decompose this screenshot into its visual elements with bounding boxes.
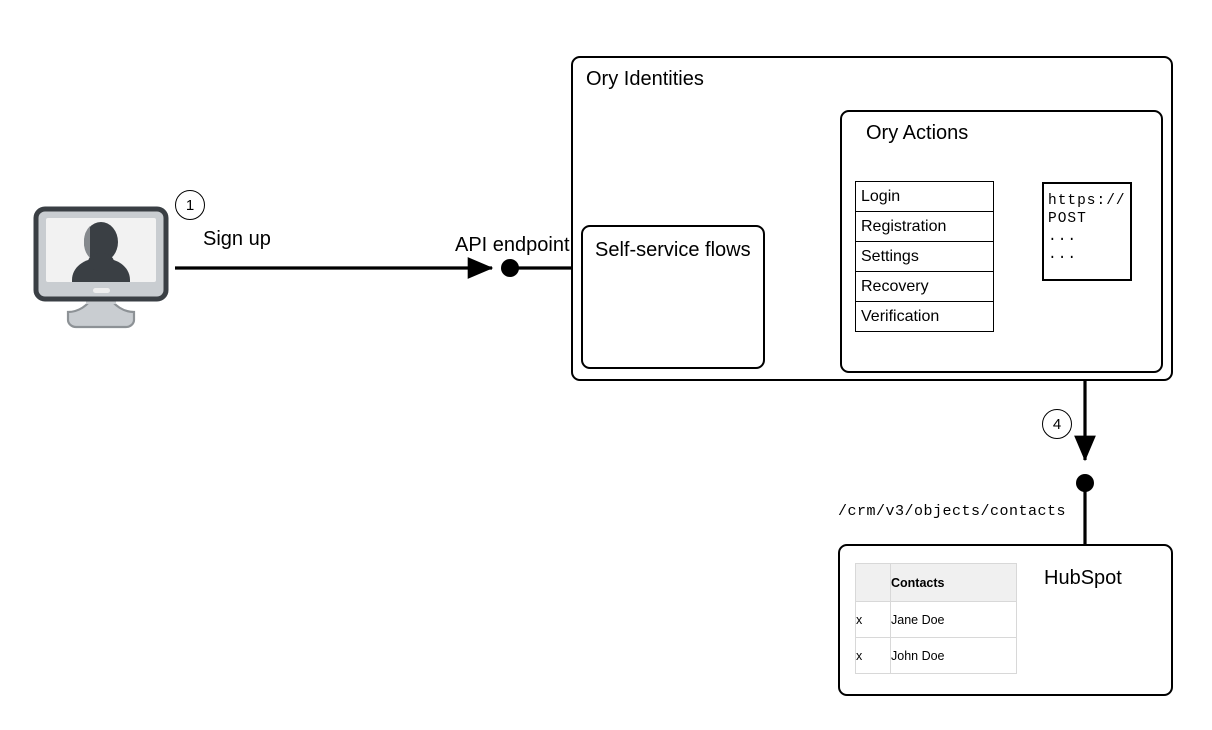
ory-actions-flow-list: Login Registration Settings Recovery Ver…: [855, 181, 994, 332]
hubspot-api-path-label: /crm/v3/objects/contacts: [838, 503, 1067, 520]
table-header-contacts: Contacts: [890, 563, 1017, 602]
flow-item-recovery[interactable]: Recovery: [856, 272, 993, 302]
ory-identities-title: Ory Identities: [586, 68, 704, 90]
table-row[interactable]: x Jane Doe: [855, 601, 1017, 638]
webhook-code-box: [1042, 182, 1132, 281]
flow-item-login[interactable]: Login: [856, 182, 993, 212]
webhook-code-line-3: ...: [1048, 229, 1078, 245]
api-endpoint-label: API endpoint: [455, 234, 570, 256]
webhook-code-line-4: ...: [1048, 247, 1078, 263]
step-badge-4: 4: [1042, 409, 1072, 439]
row-select-cell[interactable]: x: [855, 637, 891, 674]
flow-item-settings[interactable]: Settings: [856, 242, 993, 272]
webhook-code-line-1: https://: [1048, 193, 1126, 209]
api-endpoint-dot: [501, 259, 519, 277]
signup-label: Sign up: [203, 228, 271, 250]
table-header-select: [855, 563, 891, 602]
ory-actions-title: Ory Actions: [866, 122, 969, 144]
row-name-cell: Jane Doe: [890, 601, 1017, 638]
row-name-cell: John Doe: [890, 637, 1017, 674]
flow-item-verification[interactable]: Verification: [861, 308, 940, 325]
step-badge-1: 1: [175, 190, 205, 220]
hubspot-title: HubSpot: [1044, 567, 1122, 589]
self-service-flows-box: [581, 225, 765, 369]
user-monitor-icon: [33, 206, 169, 329]
hubspot-contacts-table: Contacts x Jane Doe x John Doe: [855, 563, 1017, 674]
webhook-code-line-2: POST: [1048, 211, 1087, 227]
table-header-row: Contacts: [855, 563, 1017, 602]
row-select-cell[interactable]: x: [855, 601, 891, 638]
self-service-flows-title: Self-service flows: [595, 239, 751, 261]
flow-item-registration[interactable]: Registration: [856, 212, 993, 242]
table-row[interactable]: x John Doe: [855, 637, 1017, 674]
